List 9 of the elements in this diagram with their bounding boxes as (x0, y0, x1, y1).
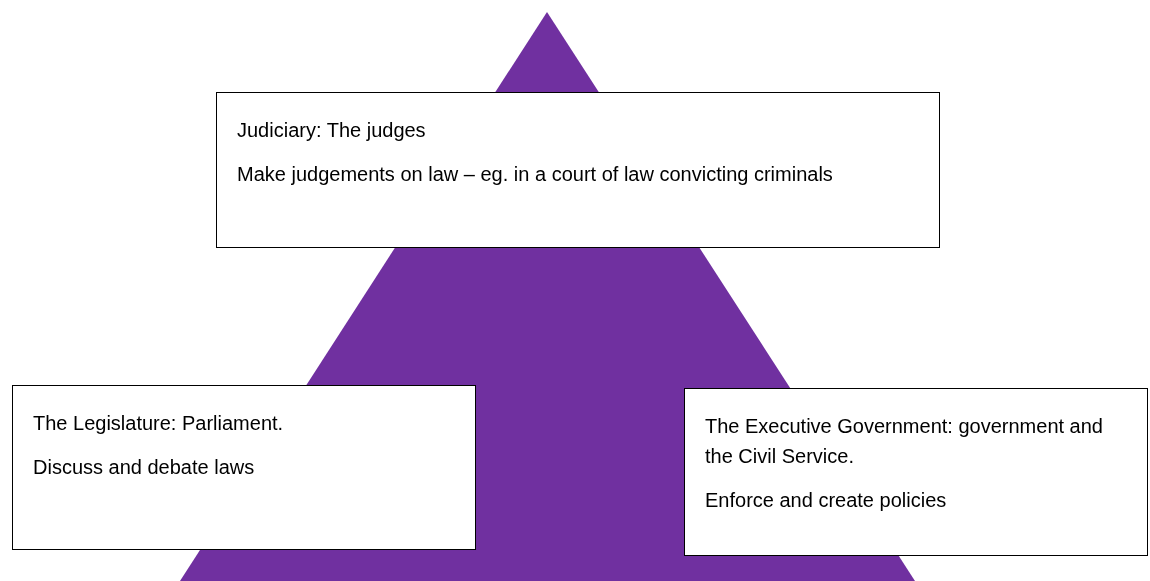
box-description: Enforce and create policies (705, 488, 947, 513)
text-box (684, 388, 1148, 556)
box-heading: Judiciary: The judges (237, 118, 426, 143)
box-heading: The Legislature: Parliament. (33, 411, 284, 436)
box-heading: The Executive Government: government and the Civil Service. (705, 414, 1104, 469)
text-box (12, 385, 476, 550)
box-description: Make judgements on law – eg. in a court of law convicting criminals (237, 162, 833, 187)
text-box (216, 92, 940, 248)
box-description: Discuss and debate laws (33, 455, 255, 480)
